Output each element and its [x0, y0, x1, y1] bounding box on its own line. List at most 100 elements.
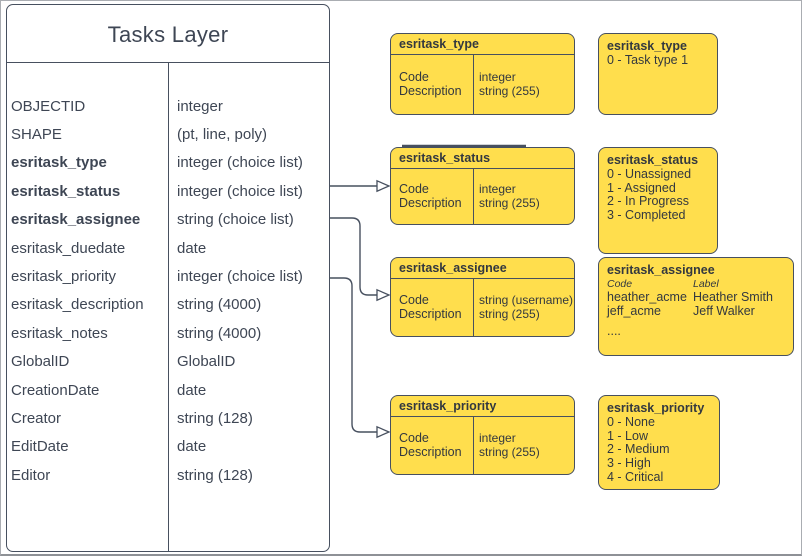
field-type: (pt, line, poly)	[177, 126, 268, 144]
domain-field-types: string (username)string (255)	[479, 293, 574, 321]
field-row[interactable]: esritask_priority integer (choice list)	[7, 262, 329, 290]
domain-table-divider	[473, 168, 474, 224]
field-name: esritask_description	[11, 296, 144, 314]
domain-value: 4 - Critical	[607, 469, 664, 484]
values-title: esritask_assignee	[607, 263, 715, 277]
field-type: integer (choice list)	[177, 268, 303, 286]
domain-value: 3 - High	[607, 456, 651, 471]
field-name: esritask_notes	[11, 324, 108, 342]
field-row[interactable]: SHAPE (pt, line, poly)	[7, 120, 329, 148]
arrowhead-status-icon	[376, 179, 391, 193]
values-row: ....	[607, 324, 621, 338]
values-title: esritask_type	[607, 39, 687, 53]
table-column-separator	[168, 62, 169, 551]
field-type: date	[177, 381, 207, 399]
field-name: esritask_assignee	[11, 211, 141, 229]
domain-value: 3 - Completed	[607, 208, 686, 223]
arrowhead-priority-icon	[376, 425, 391, 439]
field-name: EditDate	[11, 438, 69, 456]
domain-value: 1 - Assigned	[607, 180, 676, 195]
field-type: GlobalID	[177, 353, 236, 371]
field-row[interactable]: EditDate date	[7, 433, 329, 461]
domain-value: 1 - Low	[607, 428, 648, 443]
field-row[interactable]: esritask_type integer (choice list)	[7, 149, 329, 177]
connector-priority	[330, 277, 377, 433]
domain-value: 0 - Task type 1	[607, 53, 689, 67]
domain-value: 2 - In Progress	[607, 194, 689, 209]
domain-table-divider	[473, 54, 474, 114]
field-row[interactable]: OBJECTID integer	[7, 92, 329, 120]
field-name: CreationDate	[11, 381, 100, 399]
domain-value: 2 - Medium	[607, 442, 670, 457]
field-row[interactable]: Editor string (128)	[7, 461, 329, 489]
field-name: esritask_type	[11, 154, 107, 172]
field-row[interactable]: esritask_status integer (choice list)	[7, 177, 329, 205]
field-type: string (128)	[177, 409, 253, 427]
field-type: date	[177, 438, 207, 456]
domain-table-title: esritask_status	[391, 148, 574, 169]
field-type: integer (choice list)	[177, 154, 303, 172]
domain-table-title: esritask_assignee	[391, 258, 574, 279]
field-type: date	[177, 239, 207, 257]
values-list: 0 - Task type 1	[607, 53, 709, 68]
field-row[interactable]: esritask_duedate date	[7, 234, 329, 262]
field-row[interactable]: CreationDate date	[7, 376, 329, 404]
field-name: SHAPE	[11, 126, 62, 144]
field-type: string (128)	[177, 466, 253, 484]
field-type: string (choice list)	[177, 211, 294, 229]
domain-value: 0 - None	[607, 415, 655, 429]
values-title: esritask_status	[607, 153, 699, 167]
domain-table-divider	[473, 416, 474, 474]
table-title: Tasks Layer	[107, 22, 229, 47]
field-row[interactable]: GlobalID GlobalID	[7, 348, 329, 376]
arrowhead-assignee-icon	[376, 288, 391, 302]
values-title: esritask_priority	[607, 401, 705, 415]
field-name: Editor	[11, 466, 51, 484]
field-type: integer (choice list)	[177, 182, 303, 200]
field-name: OBJECTID	[11, 97, 86, 115]
field-type: string (4000)	[177, 324, 262, 342]
field-row[interactable]: esritask_notes string (4000)	[7, 319, 329, 347]
domain-table-title: esritask_type	[391, 34, 574, 55]
field-name: Creator	[11, 409, 62, 427]
connector-assignee	[330, 217, 377, 296]
field-name: GlobalID	[11, 353, 70, 371]
field-type: integer	[177, 97, 223, 115]
field-name: esritask_status	[11, 182, 121, 200]
domain-table-divider	[473, 278, 474, 336]
field-row[interactable]: Creator string (128)	[7, 404, 329, 432]
domain-table-title: esritask_priority	[391, 396, 574, 417]
field-name: esritask_duedate	[11, 239, 126, 257]
field-name: esritask_priority	[11, 268, 117, 286]
domain-value: 0 - Unassigned	[607, 167, 692, 181]
field-row[interactable]: esritask_assignee string (choice list)	[7, 206, 329, 234]
values-esritask-type[interactable]: esritask_type 0 - Task type 1	[598, 33, 718, 115]
